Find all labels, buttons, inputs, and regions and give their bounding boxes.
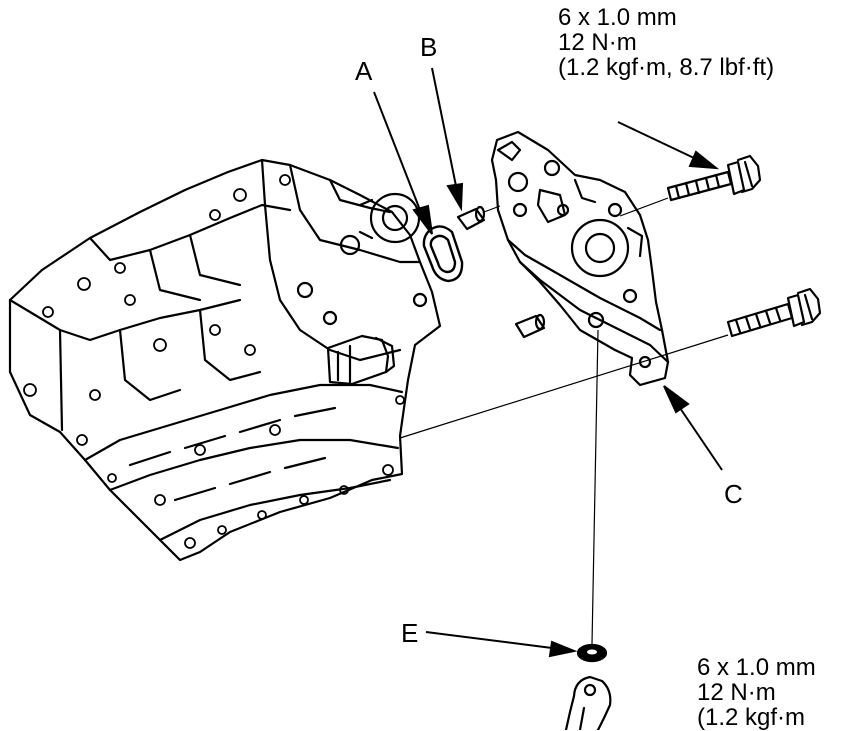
oil-strainer-flange	[564, 675, 612, 730]
callout-b: B	[420, 32, 438, 62]
torque-spec-lower: 6 x 1.0 mm 12 N·m (1.2 kgf·m	[697, 655, 816, 730]
flange-bolt-upper	[666, 154, 762, 202]
arrowhead-b	[446, 182, 464, 212]
dowel-pin-lower	[514, 313, 546, 339]
callout-c: C	[724, 479, 743, 509]
dowel-pin-b	[456, 205, 486, 231]
o-ring-a	[422, 225, 464, 283]
arrowhead-c	[663, 385, 690, 414]
alignment-lines	[399, 197, 729, 645]
torque-value: 12 N·m	[558, 29, 637, 56]
arrowhead-e	[548, 640, 578, 658]
torque-spec-upper: 6 x 1.0 mm 12 N·m (1.2 kgf·m, 8.7 lbf·ft…	[558, 5, 774, 80]
callout-e: E	[401, 618, 419, 648]
engine-block	[8, 158, 442, 562]
callout-a: A	[355, 56, 373, 86]
o-ring-e	[576, 643, 608, 663]
bolt-size: 6 x 1.0 mm	[697, 654, 816, 681]
bolt-size: 6 x 1.0 mm	[558, 4, 677, 31]
torque-alt-units: (1.2 kgf·m	[697, 704, 806, 731]
arrowhead-torque	[688, 150, 720, 170]
torque-alt-units: (1.2 kgf·m, 8.7 lbf·ft)	[558, 54, 775, 81]
oil-pump-housing	[490, 130, 670, 387]
engine-block-bolt-holes	[23, 174, 405, 549]
arrowhead-a	[412, 204, 433, 235]
flange-bolt-lower	[726, 287, 822, 338]
torque-value: 12 N·m	[697, 679, 776, 706]
leader-arrows	[373, 67, 723, 658]
